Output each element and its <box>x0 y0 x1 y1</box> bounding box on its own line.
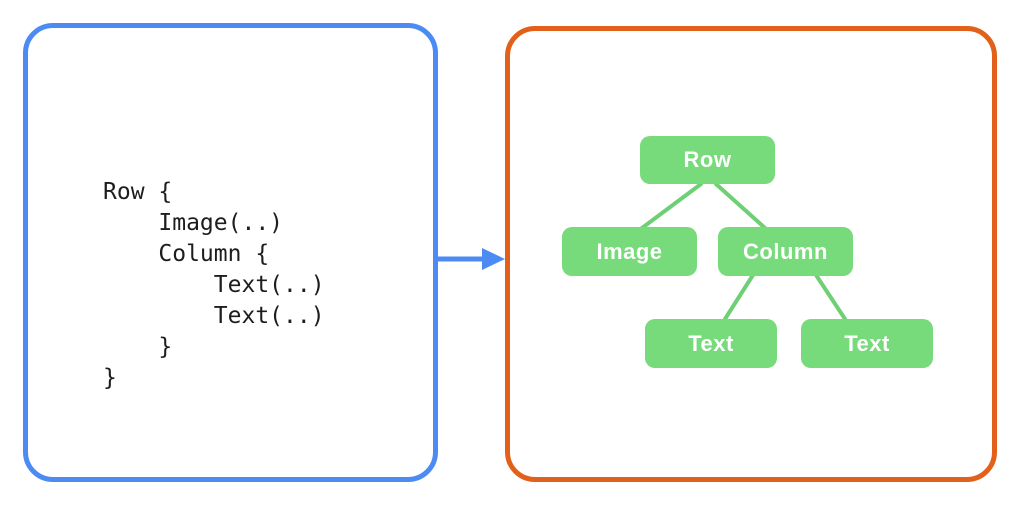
tree-node-text-first: Text <box>645 319 777 368</box>
tree-node-image: Image <box>562 227 697 276</box>
tree-node-column-label: Column <box>743 238 828 264</box>
tree-node-text-second-label: Text <box>844 330 890 356</box>
tree-node-row: Row <box>640 136 775 184</box>
code-panel: Row { Image(..) Column { Text(..) Text(.… <box>23 23 438 482</box>
tree-node-row-label: Row <box>683 147 732 172</box>
tree-node-text-second: Text <box>801 319 933 368</box>
tree-node-image-label: Image <box>596 238 663 264</box>
tree-node-column: Column <box>718 227 853 276</box>
right-arrow-icon <box>437 248 505 270</box>
tree-node-text-first-label: Text <box>688 330 734 356</box>
compose-code-snippet: Row { Image(..) Column { Text(..) Text(.… <box>103 179 325 391</box>
